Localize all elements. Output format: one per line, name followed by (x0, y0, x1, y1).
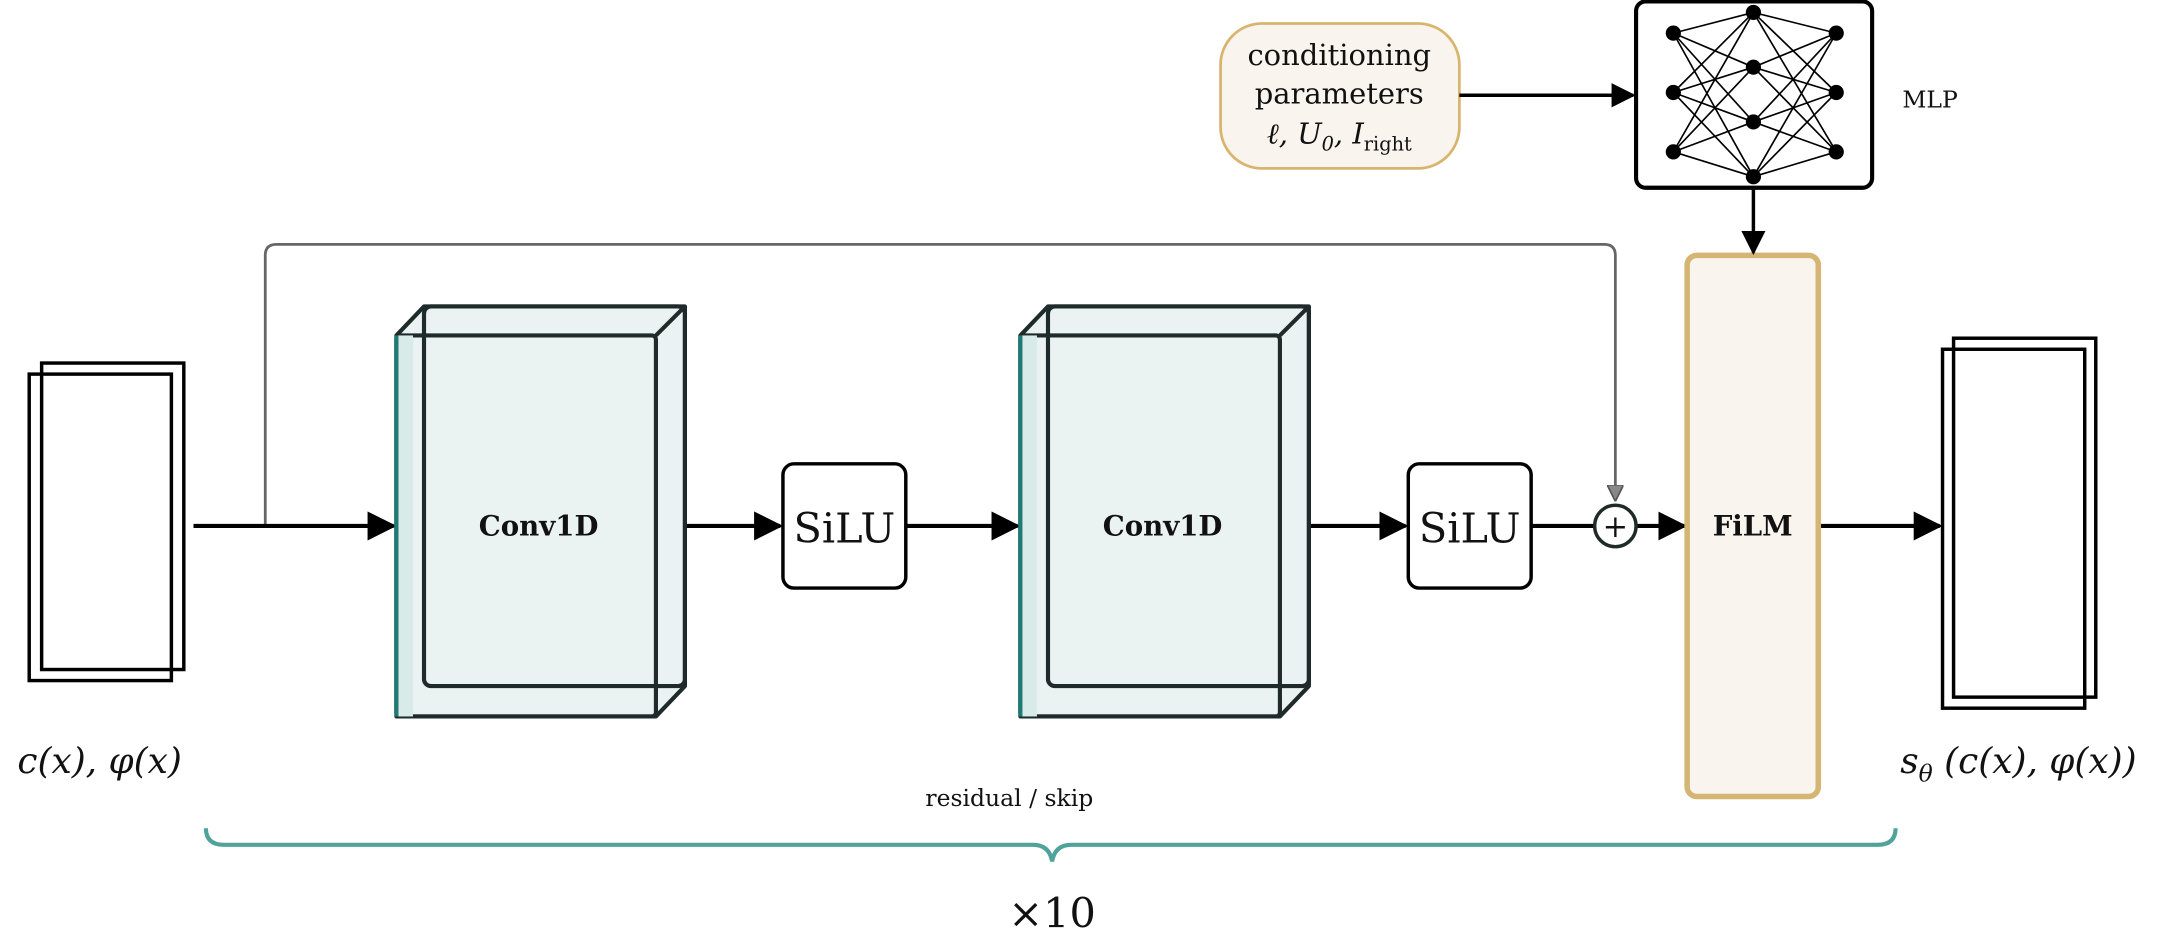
nn-edge (1752, 32, 1837, 178)
nn-node (1745, 59, 1761, 75)
nn-edge (1672, 12, 1755, 153)
nn-edge (1753, 32, 1837, 68)
nn-edge (1672, 91, 1755, 178)
nn-node (1828, 25, 1844, 41)
nn-edge (1673, 91, 1754, 123)
conditioning-params: ℓ, U0, Iright (1267, 117, 1412, 156)
neural-network-icon (1665, 4, 1844, 185)
mlp-label: MLP (1902, 86, 1957, 114)
nn-edge (1753, 11, 1837, 34)
repeat-label: ×10 (1008, 890, 1095, 938)
nn-edge (1752, 32, 1837, 123)
nn-edge (1752, 12, 1837, 153)
nn-edge (1673, 121, 1754, 153)
plus-icon: + (1603, 510, 1628, 545)
nn-edge (1673, 11, 1754, 34)
nn-edge (1753, 91, 1837, 123)
nn-edge (1672, 11, 1754, 94)
conv1d-label: Conv1D (479, 510, 599, 543)
silu-block-2: SiLU (1406, 462, 1533, 590)
nn-node (1745, 114, 1761, 130)
skip-label: residual / skip (925, 784, 1093, 812)
nn-node (1828, 144, 1844, 160)
nn-edge (1753, 151, 1837, 178)
film-label: FiLM (1713, 510, 1793, 543)
output-label: sθ (c(x), φ(x)) (1900, 741, 2136, 787)
conditioning-line2: parameters (1255, 77, 1424, 111)
conv1d-block-1: Conv1D (394, 304, 687, 719)
film-block: FiLM (1684, 252, 1822, 800)
nn-node (1828, 84, 1844, 101)
nn-node (1745, 4, 1761, 21)
nn-node (1665, 144, 1681, 160)
nn-edge (1673, 66, 1754, 94)
nn-node (1665, 84, 1681, 101)
conv1d-block-2: Conv1D (1018, 304, 1311, 719)
output-tensor (1940, 336, 2098, 710)
silu-block-1: SiLU (781, 462, 908, 590)
nn-edge (1673, 151, 1754, 178)
conditioning-line1: conditioning (1247, 38, 1431, 72)
nn-edge (1672, 66, 1755, 153)
conditioning-box: conditioning parameters ℓ, U0, Iright (1219, 22, 1461, 170)
nn-edge (1753, 121, 1837, 153)
nn-edge (1753, 66, 1837, 94)
silu-label: SiLU (1419, 505, 1521, 553)
nn-edge (1752, 11, 1837, 94)
conv1d-label: Conv1D (1103, 510, 1223, 543)
input-tensor (27, 361, 186, 683)
mlp-block (1633, 0, 1875, 190)
sum-node: + (1592, 503, 1638, 549)
nn-edge (1673, 32, 1754, 68)
nn-edge (1752, 91, 1837, 178)
input-label: c(x), φ(x) (17, 741, 181, 782)
nn-node (1665, 25, 1681, 41)
nn-edge (1752, 66, 1837, 153)
nn-edge (1672, 32, 1755, 178)
nn-edge (1672, 32, 1755, 123)
repeat-brace (203, 828, 1898, 862)
nn-node (1745, 169, 1761, 185)
skip-connection (263, 242, 1615, 526)
silu-label: SiLU (793, 505, 895, 553)
